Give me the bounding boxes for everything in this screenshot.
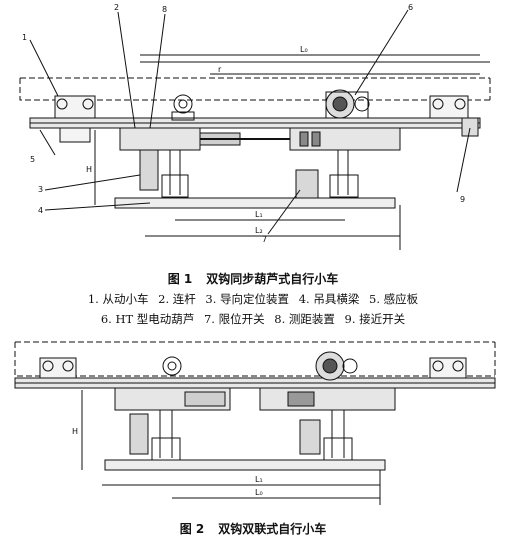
callout-9: 9: [460, 195, 465, 204]
hoist-left: [119, 127, 241, 198]
callout-7: 7: [262, 235, 267, 244]
hoist-left: [114, 387, 231, 461]
dim-L0: L₀: [300, 45, 308, 54]
end-trolley-right: [429, 95, 479, 137]
end-trolley-right: [429, 357, 467, 379]
legend-item: 2. 连杆: [158, 292, 196, 306]
drive-trolley: [315, 351, 358, 381]
figure-1-drawing: 1 2 8 6 5 3 4 7 9 L₀ r H L₁ L₂: [19, 3, 491, 250]
dim-L0: L₀: [255, 488, 263, 497]
figure-1-caption: 图 1 双钩同步葫芦式自行小车: [0, 270, 506, 287]
lifting-beam: [114, 197, 396, 209]
legend-item: 7. 限位开关: [203, 312, 265, 326]
figure-2-title: 双钩双联式自行小车: [218, 522, 327, 536]
figure-1-legend-line-1: 1. 从动小车 2. 连杆 3. 导向定位装置 4. 吊具横梁 5. 感应板: [0, 291, 506, 307]
callout-4: 4: [38, 206, 43, 215]
dim-r: r: [218, 65, 222, 74]
legend-item: 9. 接近开关: [344, 312, 406, 326]
hoist-right: [289, 127, 401, 199]
drive-trolley: [325, 89, 370, 119]
figure-1-number: 图 1: [167, 272, 193, 286]
legend-item: 8. 测距装置: [274, 312, 335, 326]
lifting-beam: [104, 459, 386, 471]
callout-1: 1: [22, 33, 27, 42]
track-beam-outline: [14, 341, 496, 377]
dim-L2: L₂: [255, 226, 263, 235]
callout-2: 2: [114, 3, 119, 12]
callout-5: 5: [30, 155, 35, 164]
figure-1-legend-line-2: 6. HT 型电动葫芦 7. 限位开关 8. 测距装置 9. 接近开关: [0, 311, 506, 327]
end-trolley-left: [39, 357, 77, 379]
figure-1-title: 双钩同步葫芦式自行小车: [206, 272, 339, 286]
legend-item: 1. 从动小车: [87, 292, 149, 306]
callout-8: 8: [162, 5, 167, 14]
driven-trolley-left: [54, 95, 96, 143]
legend-item: 6. HT 型电动葫芦: [100, 312, 195, 326]
legend-item: 3. 导向定位装置: [205, 292, 290, 306]
lifting-eye-center: [171, 94, 195, 121]
legend-item: 5. 感应板: [369, 292, 419, 306]
dim-L1: L₁: [255, 210, 263, 219]
dim-H: H: [86, 165, 92, 174]
dim-L1: L₁: [255, 475, 263, 484]
callout-3: 3: [38, 185, 43, 194]
dim-H: H: [72, 427, 78, 436]
figure-2-number: 图 2: [179, 522, 205, 536]
figure-2-drawing: H L₁ L₀: [14, 341, 496, 505]
hoist-right: [259, 387, 396, 461]
lifting-eye-center: [162, 356, 182, 376]
legend-item: 4. 吊具横梁: [298, 292, 360, 306]
callout-6: 6: [408, 3, 413, 12]
figure-2-caption: 图 2 双钩双联式自行小车: [0, 520, 506, 537]
